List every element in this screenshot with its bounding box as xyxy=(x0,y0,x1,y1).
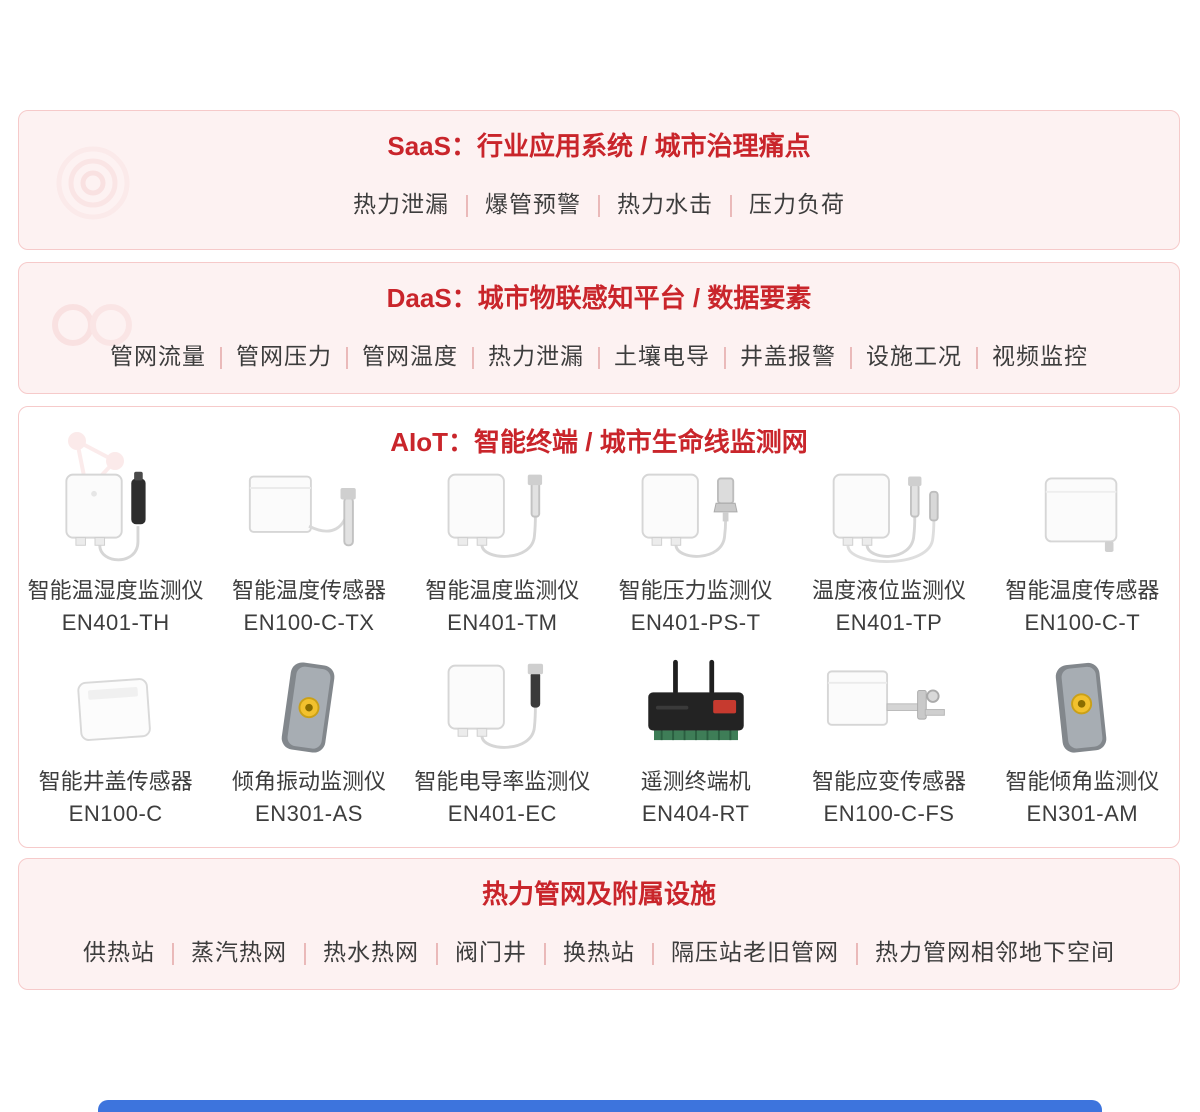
product-card-en401-th: 智能温湿度监测仪 EN401-TH xyxy=(19,467,212,638)
daas-item: 井盖报警 xyxy=(710,337,836,371)
product-name: 智能应变传感器 xyxy=(811,769,966,794)
product-model: EN401-EC xyxy=(447,801,557,826)
device-image-temp-monitor xyxy=(406,467,599,572)
section-aiot: AIoT：智能终端 / 城市生命线监测网 智能温湿度监测仪 EN xyxy=(18,406,1180,848)
product-model: EN401-TH xyxy=(61,610,170,635)
device-image-conductivity-monitor xyxy=(406,658,599,763)
device-image-temp-level-monitor xyxy=(792,467,985,572)
section-saas-title: SaaS：行业应用系统 / 城市治理痛点 xyxy=(387,131,811,161)
product-model: EN100-C xyxy=(68,801,163,826)
product-name: 温度液位监测仪 xyxy=(811,578,966,603)
product-model: EN401-TP xyxy=(835,610,943,635)
section-daas: DaaS：城市物联感知平台 / 数据要素 管网流量 管网压力 管网温度 热力泄漏… xyxy=(18,262,1180,394)
device-image-temp-sensor-box xyxy=(986,467,1179,572)
infra-item: 供热站 xyxy=(83,939,156,965)
product-name: 智能温湿度监测仪 xyxy=(27,578,204,603)
device-image-manhole-cover-sensor xyxy=(19,658,212,763)
infra-item: 隔压站老旧管网 xyxy=(635,933,839,967)
sensor-box-black-probe-icon xyxy=(65,471,146,562)
saas-items-row: 热力泄漏 爆管预警 热力水击 压力负荷 xyxy=(19,185,1179,219)
saas-item: 压力负荷 xyxy=(713,185,845,219)
sensor-box-two-cables-icon xyxy=(832,473,939,563)
product-card-en401-ec: 智能电导率监测仪 EN401-EC xyxy=(406,658,599,829)
daas-item: 热力泄漏 xyxy=(458,337,584,371)
product-name: 智能温度监测仪 xyxy=(425,578,580,603)
product-name: 智能压力监测仪 xyxy=(618,578,773,603)
infra-item: 换热站 xyxy=(527,933,635,967)
saas-item: 热力水击 xyxy=(581,185,713,219)
product-model: EN301-AM xyxy=(1026,801,1139,826)
product-card-en301-am: 智能倾角监测仪 EN301-AM xyxy=(986,658,1179,829)
product-card-en401-ps-t: 智能压力监测仪 EN401-PS-T xyxy=(599,467,792,638)
product-name: 智能温度传感器 xyxy=(1005,578,1160,603)
product-card-en100-c-t: 智能温度传感器 EN100-C-T xyxy=(986,467,1179,638)
section-infrastructure: 热力管网及附属设施 供热站 蒸汽热网 热水热网 阀门井 换热站 隔压站老旧管网 … xyxy=(18,858,1180,990)
panel-bracket-arm-icon xyxy=(826,670,945,726)
device-image-temp-humidity-monitor xyxy=(19,467,212,572)
saas-item: 热力泄漏 xyxy=(353,191,450,217)
device-image-pressure-monitor xyxy=(599,467,792,572)
daas-item: 管网流量 xyxy=(110,343,207,369)
product-model: EN301-AS xyxy=(255,801,363,826)
flat-square-sensor-icon xyxy=(77,678,151,741)
infra-item: 阀门井 xyxy=(419,933,527,967)
router-two-antennas-icon xyxy=(647,659,744,741)
infra-item: 热水热网 xyxy=(287,933,419,967)
target-circles-watermark-icon xyxy=(56,146,130,220)
device-image-tilt-vibration-monitor xyxy=(212,658,405,763)
product-card-en100-c-tx: 智能温度传感器 EN100-C-TX xyxy=(212,467,405,638)
product-card-en100-c: 智能井盖传感器 EN100-C xyxy=(19,658,212,829)
product-name: 遥测终端机 xyxy=(640,769,751,794)
device-image-tilt-monitor xyxy=(986,658,1179,763)
daas-item: 管网压力 xyxy=(206,337,332,371)
infinity-watermark-icon xyxy=(52,304,132,346)
daas-item: 管网温度 xyxy=(332,337,458,371)
infra-item: 蒸汽热网 xyxy=(155,933,287,967)
white-box-sensor-icon xyxy=(1045,477,1118,552)
product-card-en401-tp: 温度液位监测仪 EN401-TP xyxy=(792,467,985,638)
sensor-box-cable-probe-icon xyxy=(447,473,543,558)
section-saas: SaaS：行业应用系统 / 城市治理痛点 热力泄漏 爆管预警 热力水击 压力负荷 xyxy=(18,110,1180,250)
product-card-en100-c-fs: 智能应变传感器 EN100-C-FS xyxy=(792,658,985,829)
sensor-box-pressure-transmitter-icon xyxy=(641,473,738,558)
product-card-en401-tm: 智能温度监测仪 EN401-TM xyxy=(406,467,599,638)
device-image-telemetry-terminal xyxy=(599,658,792,763)
infra-item: 热力管网相邻地下空间 xyxy=(839,933,1115,967)
product-model: EN100-C-FS xyxy=(823,801,955,826)
product-name: 倾角振动监测仪 xyxy=(231,769,386,794)
product-name: 智能井盖传感器 xyxy=(38,769,193,794)
aiot-product-grid: 智能温湿度监测仪 EN401-TH 智能温度传感器 EN100-C-TX xyxy=(19,467,1179,829)
gray-wedge-yellow-button-icon xyxy=(281,662,335,753)
product-model: EN100-C-TX xyxy=(243,610,375,635)
panel-cable-probe-icon xyxy=(248,475,356,547)
product-name: 智能倾角监测仪 xyxy=(1005,769,1160,794)
product-model: EN100-C-T xyxy=(1024,610,1141,635)
gray-wedge-yellow-button-icon xyxy=(1056,662,1107,753)
product-name: 智能电导率监测仪 xyxy=(414,769,591,794)
device-image-strain-sensor xyxy=(792,658,985,763)
sensor-box-dark-probe-icon xyxy=(447,663,544,749)
section-infrastructure-title: 热力管网及附属设施 xyxy=(481,879,716,909)
daas-item: 土壤电导 xyxy=(584,337,710,371)
product-card-en301-as: 倾角振动监测仪 EN301-AS xyxy=(212,658,405,829)
saas-item: 爆管预警 xyxy=(449,185,581,219)
section-daas-title: DaaS：城市物联感知平台 / 数据要素 xyxy=(386,283,812,313)
daas-item: 设施工况 xyxy=(836,337,962,371)
next-section-top-edge xyxy=(98,1100,1102,1112)
infrastructure-items-row: 供热站 蒸汽热网 热水热网 阀门井 换热站 隔压站老旧管网 热力管网相邻地下空间 xyxy=(19,933,1179,967)
daas-item: 视频监控 xyxy=(962,337,1088,371)
product-model: EN401-TM xyxy=(447,610,558,635)
section-aiot-title: AIoT：智能终端 / 城市生命线监测网 xyxy=(390,427,808,457)
device-image-temp-sensor-panel xyxy=(212,467,405,572)
product-model: EN401-PS-T xyxy=(630,610,761,635)
daas-items-row: 管网流量 管网压力 管网温度 热力泄漏 土壤电导 井盖报警 设施工况 视频监控 xyxy=(19,337,1179,371)
product-name: 智能温度传感器 xyxy=(231,578,386,603)
product-card-en404-rt: 遥测终端机 EN404-RT xyxy=(599,658,792,829)
product-model: EN404-RT xyxy=(641,801,750,826)
